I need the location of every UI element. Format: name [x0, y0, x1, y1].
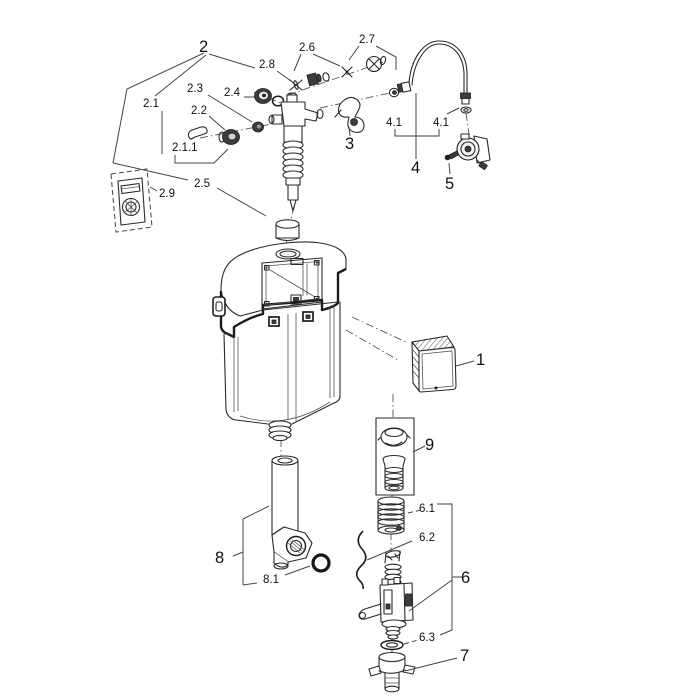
label-part-6-3: 6.3 — [419, 632, 435, 644]
group-2-callout-lines — [112, 45, 397, 217]
protection-plug-drawing — [275, 219, 300, 242]
outlet-connector-drawing — [368, 651, 416, 693]
label-part-2-7: 2.7 — [359, 34, 375, 46]
label-part-2-6: 2.6 — [299, 42, 315, 54]
label-part-8-1: 8.1 — [263, 574, 279, 586]
label-part-5: 5 — [445, 175, 454, 193]
angle-valve-drawing — [444, 133, 491, 171]
label-part-2-9: 2.9 — [159, 188, 175, 200]
label-part-4-1-left: 4.1 — [386, 117, 402, 129]
inspection-shaft-drawing — [411, 335, 457, 393]
label-part-2-1-1: 2.1.1 — [172, 142, 198, 154]
label-part-2-5: 2.5 — [194, 178, 210, 190]
label-part-6-2: 6.2 — [419, 532, 435, 544]
label-part-2-8: 2.8 — [259, 59, 275, 71]
label-part-2-3: 2.3 — [187, 83, 203, 95]
label-part-8: 8 — [215, 549, 224, 567]
label-part-3: 3 — [345, 135, 354, 153]
fill-valve-drawing — [268, 92, 324, 212]
flush-valve-group-drawing — [355, 496, 414, 651]
label-part-4-1-right: 4.1 — [433, 117, 449, 129]
label-part-2-4: 2.4 — [224, 87, 241, 99]
label-part-9: 9 — [425, 436, 434, 454]
cistern-tank-drawing — [212, 241, 347, 442]
label-part-1: 1 — [476, 351, 485, 369]
clamp-lever-drawing — [334, 96, 365, 133]
label-part-6: 6 — [461, 569, 470, 587]
supply-hose-drawing — [388, 40, 472, 114]
valve-seat-kit-drawing — [375, 417, 415, 496]
label-part-4: 4 — [411, 159, 420, 177]
fill-valve-small-parts-drawing — [187, 55, 387, 145]
label-part-7: 7 — [460, 647, 469, 665]
part-labels: 2 2.1 2.1.1 2.2 2.3 2.4 2.5 2.6 2.7 2.8 … — [143, 34, 485, 665]
label-part-6-1: 6.1 — [419, 503, 435, 515]
label-part-2-2: 2.2 — [191, 105, 207, 117]
seal-panel-drawing — [110, 168, 153, 233]
leader-lines — [232, 93, 475, 672]
label-part-2: 2 — [199, 38, 208, 56]
flush-bend-drawing — [271, 455, 331, 573]
label-part-2-1: 2.1 — [143, 98, 159, 110]
